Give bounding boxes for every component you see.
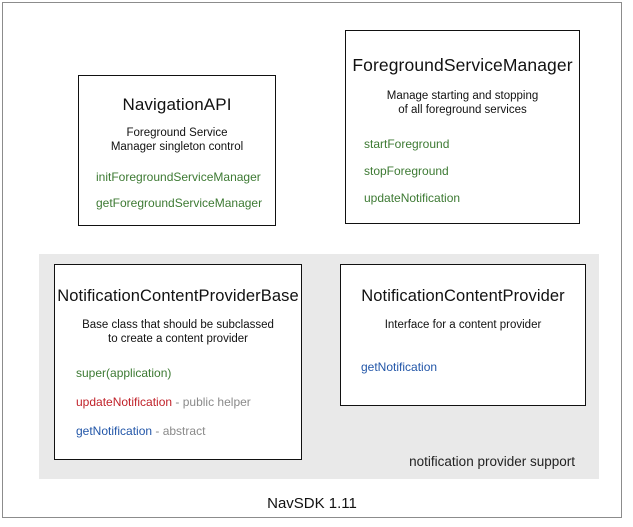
member-row: updateNotification - public helper [76,395,301,409]
member-list-notification-content-provider-base: super(application) updateNotification - … [55,366,301,438]
member-row: initForegroundServiceManager [96,170,275,184]
group-panel-label: notification provider support [409,454,575,469]
member-name: getNotification [361,360,438,374]
class-box-subtitle-notification-content-provider: Interface for a content provider [384,319,542,331]
member-row: updateNotification [364,191,579,205]
class-box-title-navigation-api: NavigationAPI [122,95,232,114]
member-list-navigation-api: initForegroundServiceManager getForegrou… [79,170,275,210]
class-box-notification-content-provider: NotificationContentProvider Interface fo… [340,264,586,406]
member-row: getNotification [361,360,585,374]
member-name: getForegroundServiceManager [96,196,263,210]
diagram-frame: notification provider support Navigation… [2,2,622,518]
diagram-footer-caption: NavSDK 1.11 [267,495,357,512]
class-box-title-foreground-service-manager: ForegroundServiceManager [352,55,573,75]
member-row: getForegroundServiceManager [96,196,275,210]
member-list-foreground-service-manager: startForeground stopForeground updateNot… [346,137,579,205]
member-list-notification-content-provider: getNotification [341,360,585,374]
class-box-foreground-service-manager: ForegroundServiceManager Manage starting… [345,30,580,224]
member-name: getNotification [76,424,153,438]
class-box-title-notification-content-provider-base: NotificationContentProviderBase [57,287,299,305]
member-name: super(application) [76,366,172,380]
member-note: - public helper [172,395,251,409]
member-name: updateNotification [364,191,461,205]
member-row: stopForeground [364,164,579,178]
member-row: startForeground [364,137,579,151]
member-name: startForeground [364,137,450,151]
class-box-notification-content-provider-base: NotificationContentProviderBase Base cla… [54,264,302,460]
member-row: super(application) [76,366,301,380]
member-name: updateNotification [76,395,173,409]
member-row: getNotification - abstract [76,424,301,438]
member-note: - abstract [152,424,206,438]
member-name: initForegroundServiceManager [96,170,261,184]
member-name: stopForeground [364,164,449,178]
class-box-title-notification-content-provider: NotificationContentProvider [361,287,565,305]
